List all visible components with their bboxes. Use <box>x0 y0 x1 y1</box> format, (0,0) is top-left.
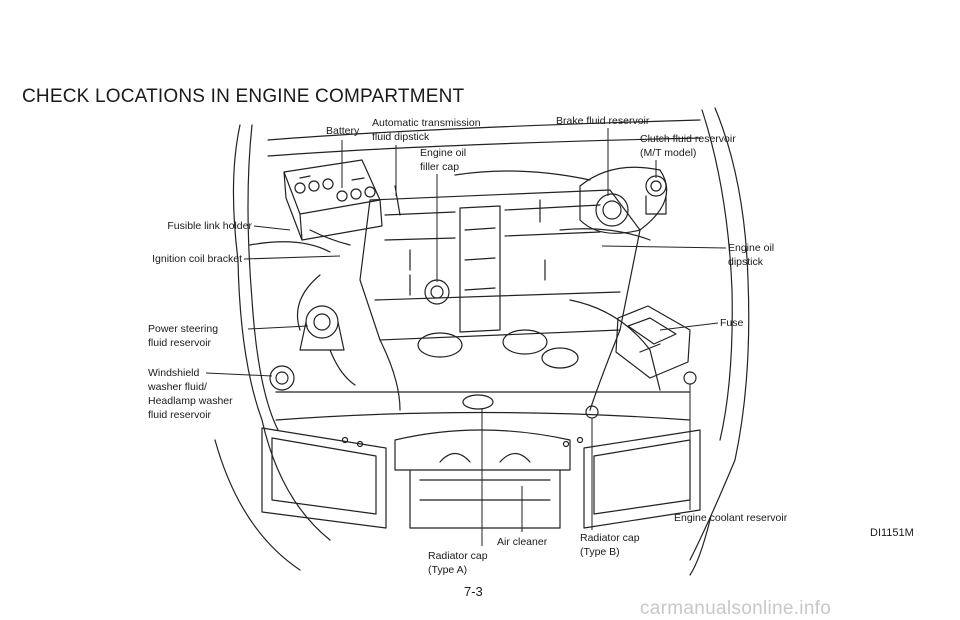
brake-clutch-reservoirs-drawing <box>579 166 668 234</box>
label-engine-oil-dipstick: Engine oil dipstick <box>728 241 774 269</box>
label-brake-reservoir: Brake fluid reservoir <box>556 114 649 128</box>
label-radiator-cap-b-line2: (Type B) <box>580 546 620 558</box>
front-end-drawing <box>261 391 701 529</box>
label-fusible-link: Fusible link holder <box>140 219 252 233</box>
label-fuse: Fuse <box>720 316 743 330</box>
label-coolant-reservoir-text: Engine coolant reservoir <box>674 512 788 524</box>
hoses-drawing <box>249 170 661 391</box>
label-at-dipstick-line2: fluid dipstick <box>372 131 430 143</box>
label-engine-oil-cap-line2: filler cap <box>420 161 460 173</box>
label-radiator-cap-a-line1: Radiator cap <box>428 550 488 562</box>
leader-ignition-bracket <box>243 255 341 260</box>
label-radiator-cap-b: Radiator cap (Type B) <box>580 531 640 559</box>
engine-drawing <box>359 185 641 411</box>
label-engine-oil-cap: Engine oil filler cap <box>420 146 466 174</box>
label-coolant-reservoir: Engine coolant reservoir <box>674 511 787 525</box>
label-washer-line2: washer fluid/ <box>148 381 207 393</box>
label-ignition-bracket-text: Ignition coil bracket <box>152 253 242 265</box>
washer-reservoir-drawing <box>269 365 295 391</box>
leader-lines <box>205 128 727 546</box>
label-engine-oil-cap-line1: Engine oil <box>420 147 467 159</box>
figure-code: DI1151M <box>870 527 914 539</box>
label-battery: Battery <box>326 124 359 138</box>
watermark-text: carmanualsonline.info <box>640 598 832 619</box>
battery-drawing <box>283 159 383 241</box>
fuse-box-drawing <box>615 305 697 385</box>
leader-fusible-link <box>253 225 291 231</box>
label-washer: Windshield washer fluid/ Headlamp washer… <box>148 366 233 422</box>
label-ignition-bracket: Ignition coil bracket <box>118 252 242 266</box>
label-brake-reservoir-text: Brake fluid reservoir <box>556 115 650 127</box>
leader-power-steering <box>247 325 309 330</box>
label-fuse-text: Fuse <box>720 317 744 329</box>
leader-washer <box>205 372 273 377</box>
leader-fuse <box>659 322 719 331</box>
label-washer-line1: Windshield <box>148 367 200 379</box>
label-radiator-cap-b-line1: Radiator cap <box>580 532 640 544</box>
label-radiator-cap-a: Radiator cap (Type A) <box>428 549 488 577</box>
label-power-steering: Power steering fluid reservoir <box>148 322 218 350</box>
power-steering-reservoir-drawing <box>299 305 345 351</box>
label-washer-line3: Headlamp washer <box>148 395 233 407</box>
page-title: CHECK LOCATIONS IN ENGINE COMPARTMENT <box>22 86 465 107</box>
leader-oil-dipstick <box>601 245 727 249</box>
label-air-cleaner-text: Air cleaner <box>497 536 548 548</box>
label-at-dipstick: Automatic transmission fluid dipstick <box>372 116 481 144</box>
label-air-cleaner: Air cleaner <box>497 535 547 549</box>
label-clutch-reservoir-line2: (M/T model) <box>640 147 697 159</box>
label-power-steering-line2: fluid reservoir <box>148 337 212 349</box>
label-radiator-cap-a-line2: (Type A) <box>428 564 468 576</box>
label-fusible-link-text: Fusible link holder <box>167 220 252 232</box>
label-power-steering-line1: Power steering <box>148 323 219 335</box>
label-engine-oil-dipstick-line1: Engine oil <box>728 242 775 254</box>
label-clutch-reservoir: Clutch fluid reservoir (M/T model) <box>640 132 736 160</box>
label-at-dipstick-line1: Automatic transmission <box>372 117 481 129</box>
label-engine-oil-dipstick-line2: dipstick <box>728 256 764 268</box>
label-battery-text: Battery <box>326 125 360 137</box>
car-body-outline <box>214 107 750 576</box>
label-clutch-reservoir-line1: Clutch fluid reservoir <box>640 133 736 145</box>
page-number: 7-3 <box>464 584 483 599</box>
label-washer-line4: fluid reservoir <box>148 409 212 421</box>
